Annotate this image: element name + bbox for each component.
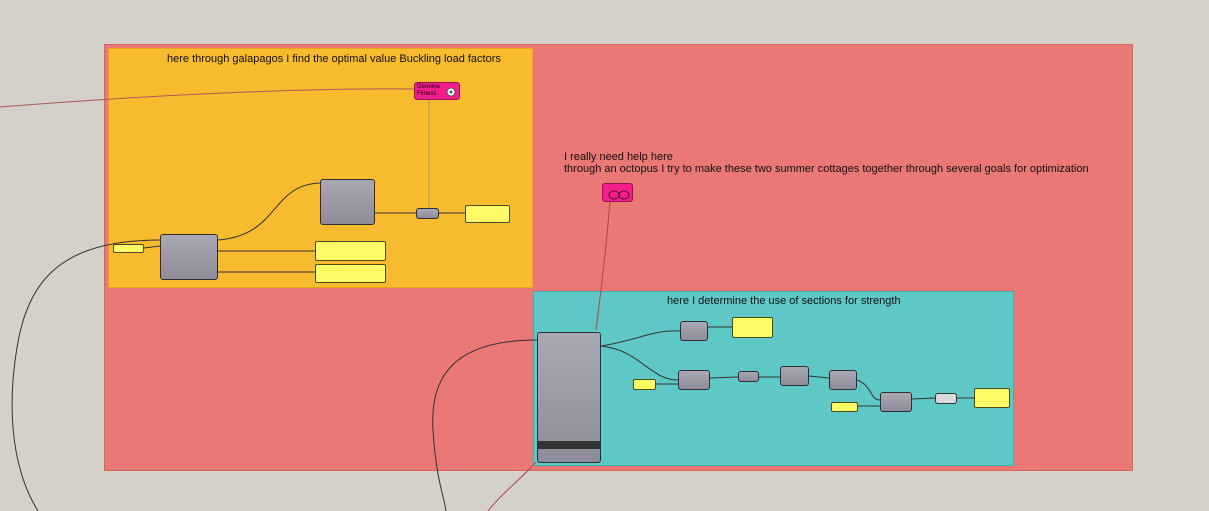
help-note-line2: through an octopus I try to make these t…: [564, 163, 1089, 175]
output-panel[interactable]: [315, 264, 386, 283]
analysis-component[interactable]: [160, 234, 218, 280]
process-component[interactable]: [829, 370, 857, 390]
number-panel[interactable]: [113, 244, 144, 253]
process-component[interactable]: [678, 370, 710, 390]
input-panel[interactable]: [831, 402, 858, 412]
octopus-component[interactable]: [602, 183, 633, 202]
input-panel[interactable]: [633, 379, 656, 390]
octopus-icon: [608, 190, 630, 200]
buckling-component[interactable]: [320, 179, 375, 225]
process-component[interactable]: [780, 366, 809, 386]
galapagos-group-title: here through galapagos I find the optima…: [167, 53, 501, 65]
sections-group-title: here I determine the use of sections for…: [667, 295, 901, 307]
section-panel[interactable]: [732, 317, 773, 338]
section-solver-component[interactable]: [537, 332, 601, 463]
output-panel[interactable]: [315, 241, 386, 261]
help-note-line1: I really need help here: [564, 151, 673, 163]
result-panel[interactable]: [465, 205, 510, 223]
component-footer-bar: [538, 441, 600, 449]
param-component[interactable]: [935, 393, 957, 404]
sections-group[interactable]: [533, 291, 1014, 466]
section-component[interactable]: [680, 321, 708, 341]
galapagos-genome-label: Genome: [417, 84, 441, 90]
galapagos-dna-icon: [446, 87, 456, 97]
galapagos-fitness-label: Fitness: [417, 91, 437, 97]
process-component[interactable]: [880, 392, 912, 412]
param-component[interactable]: [738, 371, 759, 382]
param-component[interactable]: [416, 208, 439, 219]
result-panel[interactable]: [974, 388, 1010, 408]
galapagos-component[interactable]: Genome Fitness: [414, 82, 460, 100]
